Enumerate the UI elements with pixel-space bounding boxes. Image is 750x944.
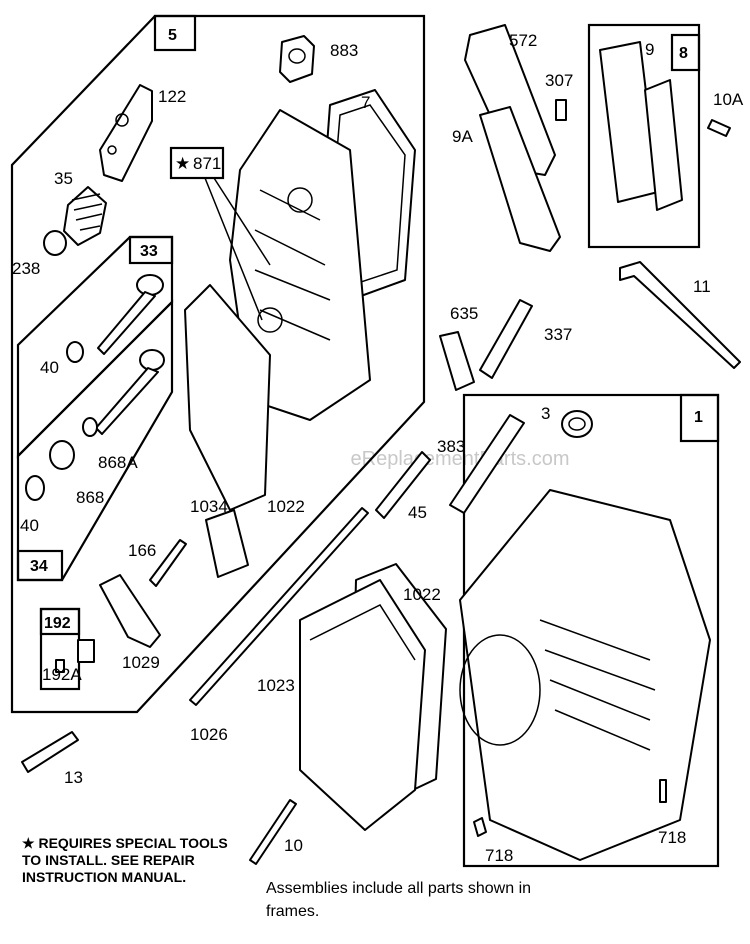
keeper-40b-drawing [25, 475, 45, 501]
label-9: 9 [645, 40, 654, 59]
screw-10a-drawing [707, 119, 731, 137]
label-122: 122 [158, 87, 186, 106]
frame-fitting-tag [39, 607, 81, 636]
special-tool-box [169, 146, 225, 180]
frame-breather-tag [670, 33, 701, 72]
label-192a: 192A [42, 665, 82, 684]
frame-label-34: 34 [30, 558, 48, 575]
frame-block-tag [679, 393, 720, 443]
label-40b: 40 [20, 516, 39, 535]
label-1022b: 1022 [403, 585, 441, 604]
assemblies-note-line-1: Assemblies include all parts shown in [266, 880, 532, 897]
valve-cover-1023-drawing [299, 579, 426, 831]
gasket-572-drawing [464, 24, 556, 176]
pin-718b-drawing [659, 779, 667, 803]
fitting-192a-drawing [77, 639, 95, 663]
plate-122-drawing [99, 84, 153, 182]
label-45: 45 [408, 503, 427, 522]
frame-valve-exhaust [16, 299, 174, 582]
cylinder-head-drawing [229, 109, 371, 421]
pushrod-1026-drawing [189, 507, 369, 706]
seal-868a-drawing [82, 417, 98, 437]
spring-35-drawing [63, 186, 107, 246]
seal-868-drawing [49, 440, 75, 470]
frame-valve-exhaust-tag [16, 549, 64, 582]
label-635: 635 [450, 304, 478, 323]
frame-label-5: 5 [168, 27, 177, 44]
assemblies-note-line-2: frames. [266, 903, 320, 920]
frame-label-192: 192 [44, 615, 71, 632]
assemblies-note: Assemblies include all parts shown in fr… [266, 877, 566, 923]
label-11: 11 [693, 277, 711, 296]
special-note-line-2: TO INSTALL. SEE REPAIR [22, 852, 195, 868]
head-gasket-1022-drawing [184, 284, 271, 511]
star-icon: ★ [22, 835, 35, 851]
special-tools-note: ★ REQUIRES SPECIAL TOOLS TO INSTALL. SEE… [22, 835, 252, 886]
label-40a: 40 [40, 358, 59, 377]
label-868: 868 [76, 488, 104, 507]
frame-label-33: 33 [140, 243, 158, 260]
seal-3-drawing [561, 410, 593, 438]
frame-valve-intake-tag [128, 235, 174, 265]
special-note-line-1: REQUIRES SPECIAL TOOLS [38, 835, 228, 851]
label-1023: 1023 [257, 676, 295, 695]
star-icon: ★ [175, 154, 190, 173]
label-7: 7 [361, 93, 370, 112]
label-13: 13 [64, 768, 83, 787]
disc-238-drawing [43, 230, 67, 256]
valve-intake-drawing [97, 274, 164, 355]
spark-plug-337-drawing [479, 299, 533, 379]
plate-1034-drawing [205, 509, 249, 578]
part-45-drawing [375, 451, 431, 519]
bolt-10-drawing [249, 799, 297, 865]
label-1022a: 1022 [267, 497, 305, 516]
label-238: 238 [12, 259, 40, 278]
bolt-13-drawing [21, 731, 79, 773]
label-883: 883 [330, 41, 358, 60]
watermark: eReplacementParts.com [351, 448, 570, 470]
frame-label-8: 8 [679, 45, 688, 62]
label-1034: 1034 [190, 497, 228, 516]
part-383-drawing [449, 414, 525, 514]
label-871: 871 [193, 154, 221, 173]
label-1026: 1026 [190, 725, 228, 744]
engine-block-drawing [459, 489, 711, 861]
label-718a: 718 [485, 846, 513, 865]
label-572: 572 [509, 31, 537, 50]
label-1029: 1029 [122, 653, 160, 672]
keeper-40a-drawing [66, 341, 84, 363]
gasket-9a-drawing [479, 106, 561, 252]
rocker-1029-drawing [99, 574, 161, 648]
boot-635-drawing [439, 331, 475, 391]
label-718b: 718 [658, 828, 686, 847]
frame-label-1: 1 [694, 409, 703, 426]
label-383: 383 [437, 437, 465, 456]
valve-exhaust-drawing [95, 349, 165, 435]
frame-breather [587, 23, 701, 249]
frame-head-assembly-tag [153, 14, 197, 52]
leader-871 [204, 177, 271, 321]
label-337: 337 [544, 325, 572, 344]
special-note-line-3: INSTRUCTION MANUAL. [22, 869, 187, 885]
screw-307-drawing [555, 99, 567, 121]
label-10a: 10A [713, 90, 744, 109]
gasket-883-drawing [279, 35, 315, 83]
breather-cover-drawing [644, 79, 683, 211]
label-3: 3 [541, 404, 550, 423]
stud-166-drawing [149, 539, 187, 587]
pin-718a-drawing [473, 817, 487, 837]
label-166: 166 [128, 541, 156, 560]
label-10: 10 [284, 836, 303, 855]
label-9a: 9A [452, 127, 473, 146]
dipstick-11-drawing [619, 261, 741, 369]
frame-head-assembly [10, 14, 426, 714]
label-307: 307 [545, 71, 573, 90]
label-868a: 868A [98, 453, 138, 472]
label-35: 35 [54, 169, 73, 188]
